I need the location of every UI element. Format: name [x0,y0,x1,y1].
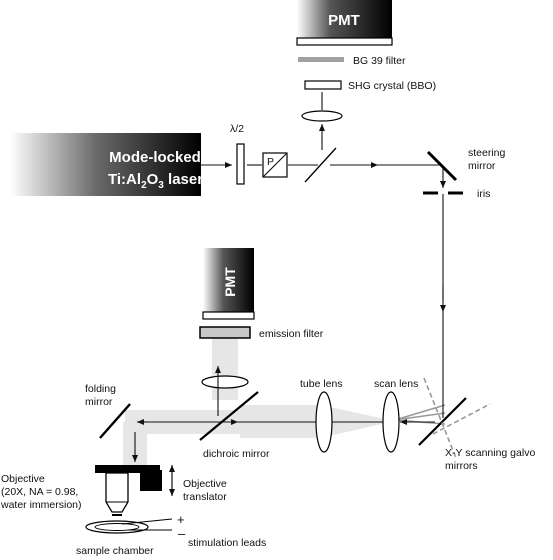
bg39-filter [298,57,344,62]
objective-label-3: water immersion) [0,499,82,511]
shg-crystal-label: SHG crystal (BBO) [348,80,436,92]
stimulation-minus-sign: – [178,526,186,541]
galvo-mirror-scan-b [432,403,491,435]
galvo-label-1: X-Y scanning galvo [445,447,535,459]
beam-path-shading [123,330,395,466]
shg-crystal [304,80,342,90]
objective-mount [95,465,160,473]
pmt-top-base [296,37,393,46]
iris-label: iris [477,188,490,200]
stimulation-lead-plus [121,518,173,525]
steering-mirror [426,150,458,182]
tube-lens [315,391,333,453]
folding-mirror-label-2: mirror [85,396,113,408]
pmt-side-base [202,311,255,320]
galvo-mirror-scan-a [423,377,457,459]
dichroic-mirror [199,391,259,441]
shg-focus-lens [301,110,343,122]
galvo-beam-fan [394,404,446,425]
translator-label-1: Objective [183,478,227,490]
sample-chamber-label: sample chamber [76,545,154,557]
emission-filter-label: emission filter [259,328,324,340]
laser-beam-path [201,92,446,418]
objective-translator-block [140,470,162,491]
folding-mirror-label-1: folding [85,383,116,395]
pmt-top-label: PMT [328,12,360,29]
half-wave-plate [236,143,245,185]
laser-label-line1: Mode-locked [109,149,201,166]
pmt-collection-lens [201,375,249,389]
objective-label-2: (20X, NA = 0.98, [1,486,78,498]
polarizer-diagonal [262,152,288,178]
stimulation-plus-sign: + [177,512,185,527]
objective-label-1: Objective [1,473,45,485]
pmt-top-body [297,0,392,38]
galvo-mirror-main [418,397,467,446]
pmt-side-body [203,248,254,312]
shg-beamsplitter [304,147,337,183]
steering-mirror-label-2: mirror [468,160,496,172]
laser-label-line2: Ti:Al2O3 laser [108,171,203,191]
folding-mirror [99,403,131,439]
objective-body [105,472,129,513]
scan-lens-label: scan lens [374,378,418,390]
tube-lens-label: tube lens [300,378,343,390]
stimulation-leads-label: stimulation leads [188,537,266,549]
bg39-filter-label: BG 39 filter [353,55,406,67]
translator-label-2: translator [183,491,227,503]
steering-mirror-label-1: steering [468,147,506,159]
scan-lens [382,391,400,453]
emission-filter [199,326,251,339]
polarizer-label: P [267,156,274,168]
sample-chamber-inner [94,523,140,531]
half-wave-label: λ/2 [230,123,244,135]
galvo-label-2: mirrors [445,460,478,472]
pmt-side-label: PMT [222,267,238,297]
dichroic-mirror-label: dichroic mirror [203,448,270,460]
laser-box [10,133,201,196]
